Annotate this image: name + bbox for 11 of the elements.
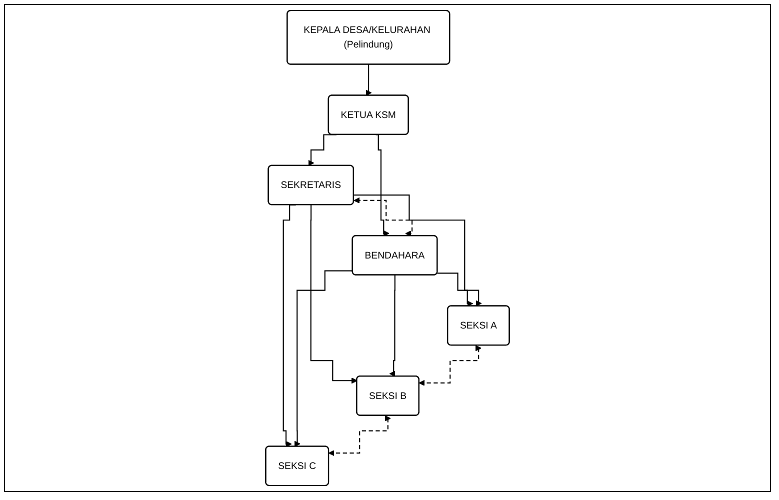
arrow <box>389 274 396 377</box>
arrow <box>354 194 474 307</box>
arrow <box>354 197 413 237</box>
arrow <box>376 134 390 236</box>
arrow <box>328 415 391 456</box>
arrow <box>437 272 482 306</box>
arrow <box>366 64 372 96</box>
arrow <box>294 270 353 447</box>
arrow <box>418 345 482 386</box>
diagram-frame: KEPALA DESA/KELURAHAN (Pelindung) KETUA KSM SEKRETARIS BENDAHARA SEKSI A SEKSI B SEKSI C <box>4 4 771 492</box>
arrow <box>310 204 358 384</box>
